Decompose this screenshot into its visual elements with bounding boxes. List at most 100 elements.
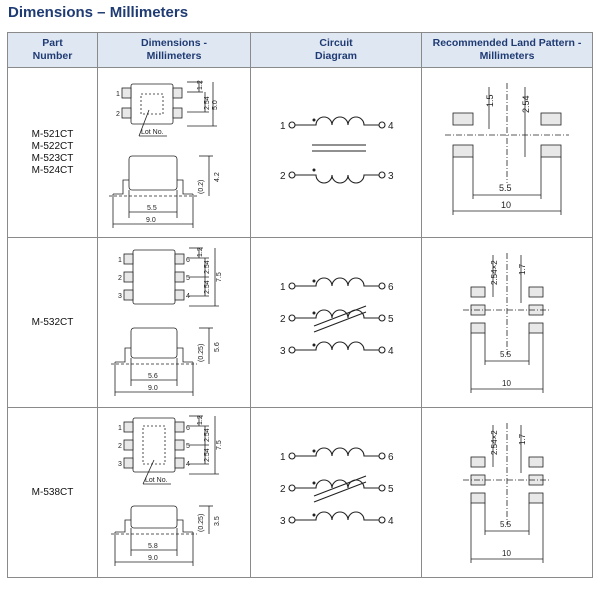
dim-label: 2.54 xyxy=(204,280,211,294)
header-land-pattern-line1: Recommended Land Pattern - xyxy=(432,37,582,49)
table-row: M-538CT xyxy=(7,407,593,578)
dim-label: 4.2 xyxy=(214,172,221,182)
header-dimensions-line2: Millimeters xyxy=(146,50,202,62)
dim-label: 2.54 xyxy=(204,96,211,110)
dim-label: (0.25) xyxy=(198,344,205,362)
table-row: M-532CT xyxy=(7,237,593,408)
pin-label: 1 xyxy=(280,452,286,463)
land-pattern-drawing: 1.5 2.54 5.5 10 xyxy=(444,82,569,215)
dim-label: 1.2 xyxy=(197,415,204,425)
circuit-diagram: 1 2 3 4 xyxy=(280,116,394,183)
page-title: Dimensions – Millimeters xyxy=(8,4,189,21)
part-number-cell: M-538CT xyxy=(7,407,98,578)
circuit-diagram: 1 2 3 6 5 4 xyxy=(280,277,394,357)
dimensions-cell: 1 2 3 6 5 4 1.2 2.54 2.54 7.5 (0.25) 5.6… xyxy=(97,237,251,408)
header-part-number: Part Number xyxy=(7,32,98,68)
table-header-row: Part Number Dimensions - Millimeters Cir… xyxy=(7,32,593,68)
pin-label: 1 xyxy=(118,425,122,432)
dimensions-cell: 1 2 3 6 5 4 1.2 2.54 2.54 7.5 Lot No. (0… xyxy=(97,407,251,578)
pin-label: 5 xyxy=(388,314,394,325)
dim-label: 9.0 xyxy=(148,555,158,562)
pin-label: 4 xyxy=(186,293,190,300)
dim-label: 10 xyxy=(501,200,511,210)
land-pattern-cell: 1.5 2.54 5.5 10 xyxy=(421,67,593,238)
dimensions-table: Part Number Dimensions - Millimeters Cir… xyxy=(7,32,593,578)
header-circuit-line2: Diagram xyxy=(314,50,357,62)
header-land-pattern: Recommended Land Pattern - Millimeters xyxy=(421,32,593,68)
dim-label: 5.5 xyxy=(499,183,512,193)
dim-label: 2.54 xyxy=(204,260,211,274)
part-number: M-521CT xyxy=(31,128,74,140)
dimension-drawing: 1 2 1.2 2.54 5.0 Lot No. (0.2) 4.2 5.5 9… xyxy=(109,80,221,228)
pin-label: 4 xyxy=(388,346,394,357)
pin-label: 6 xyxy=(388,452,394,463)
dimension-drawing: 1 2 3 6 5 4 1.2 2.54 2.54 7.5 Lot No. (0… xyxy=(111,415,223,566)
lot-label: Lot No. xyxy=(141,129,164,136)
pin-label: 6 xyxy=(186,425,190,432)
land-pattern-cell: 2.54×2 1.7 5.5 10 xyxy=(421,237,593,408)
circuit-cell: 1 2 3 6 5 4 xyxy=(250,407,422,578)
header-circuit-line1: Circuit xyxy=(319,37,353,49)
dim-label: 2.54 xyxy=(204,428,211,442)
dimensions-cell: 1 2 1.2 2.54 5.0 Lot No. (0.2) 4.2 5.5 9… xyxy=(97,67,251,238)
land-pattern-cell: 2.54×2 1.7 5.5 10 xyxy=(421,407,593,578)
dim-label: (0.25) xyxy=(198,514,205,532)
circuit-cell: 1 2 3 6 5 4 xyxy=(250,237,422,408)
dim-label: 5.5 xyxy=(500,350,512,359)
dim-label: 5.6 xyxy=(148,373,158,380)
header-part-number-line2: Number xyxy=(32,50,73,62)
dim-label: 9.0 xyxy=(146,217,156,224)
pin-label: 2 xyxy=(118,443,122,450)
dim-label: 5.5 xyxy=(500,520,512,529)
dim-label: 10 xyxy=(502,379,511,388)
dim-label: 2.54 xyxy=(521,95,531,113)
dim-label: 7.5 xyxy=(216,440,223,450)
part-number-cell: M-521CT M-522CT M-523CT M-524CT xyxy=(7,67,98,238)
part-number: M-524CT xyxy=(31,164,74,176)
dim-label: (0.2) xyxy=(198,180,205,194)
pin-label: 2 xyxy=(280,484,286,495)
pin-label: 3 xyxy=(280,346,286,357)
circuit-diagram: 1 2 3 6 5 4 xyxy=(280,447,394,527)
header-land-pattern-line2: Millimeters xyxy=(479,50,535,62)
pin-label: 4 xyxy=(186,461,190,468)
dim-label: 2.54×2 xyxy=(490,429,499,454)
part-number: M-532CT xyxy=(31,316,74,328)
pin-label: 1 xyxy=(280,121,286,132)
dimension-drawing: 1 2 3 6 5 4 1.2 2.54 2.54 7.5 (0.25) 5.6… xyxy=(111,247,223,396)
dim-label: 9.0 xyxy=(148,385,158,392)
pin-label: 4 xyxy=(388,516,394,527)
land-pattern-drawing: 2.54×2 1.7 5.5 10 xyxy=(462,252,551,393)
pin-label: 1 xyxy=(280,282,286,293)
dim-label: 3.5 xyxy=(214,516,221,526)
dim-label: 1.2 xyxy=(197,247,204,257)
dim-label: 5.8 xyxy=(148,543,158,550)
dim-label: 2.54 xyxy=(204,448,211,462)
dim-label: 1.7 xyxy=(518,263,527,275)
part-number: M-522CT xyxy=(31,140,74,152)
dim-label: 1.5 xyxy=(485,94,495,107)
dim-label: 1.2 xyxy=(197,80,204,90)
pin-label: 6 xyxy=(186,257,190,264)
lot-label: Lot No. xyxy=(145,477,168,484)
pin-label: 2 xyxy=(280,171,286,182)
part-number-cell: M-532CT xyxy=(7,237,98,408)
dim-label: 5.0 xyxy=(212,100,219,110)
pin-label: 6 xyxy=(388,282,394,293)
pin-label: 5 xyxy=(186,275,190,282)
dim-label: 5.6 xyxy=(214,342,221,352)
pin-label: 3 xyxy=(118,293,122,300)
dim-label: 7.5 xyxy=(216,272,223,282)
pin-label: 5 xyxy=(186,443,190,450)
header-dimensions: Dimensions - Millimeters xyxy=(97,32,251,68)
pin-label: 4 xyxy=(388,121,394,132)
part-number: M-538CT xyxy=(31,486,74,498)
part-number: M-523CT xyxy=(31,152,74,164)
pin-label: 2 xyxy=(118,275,122,282)
pin-label: 2 xyxy=(116,111,120,118)
pin-label: 1 xyxy=(118,257,122,264)
dim-label: 10 xyxy=(502,549,511,558)
circuit-cell: 1 2 3 4 xyxy=(250,67,422,238)
table-row: M-521CT M-522CT M-523CT M-524CT xyxy=(7,67,593,238)
dim-label: 1.7 xyxy=(518,433,527,445)
